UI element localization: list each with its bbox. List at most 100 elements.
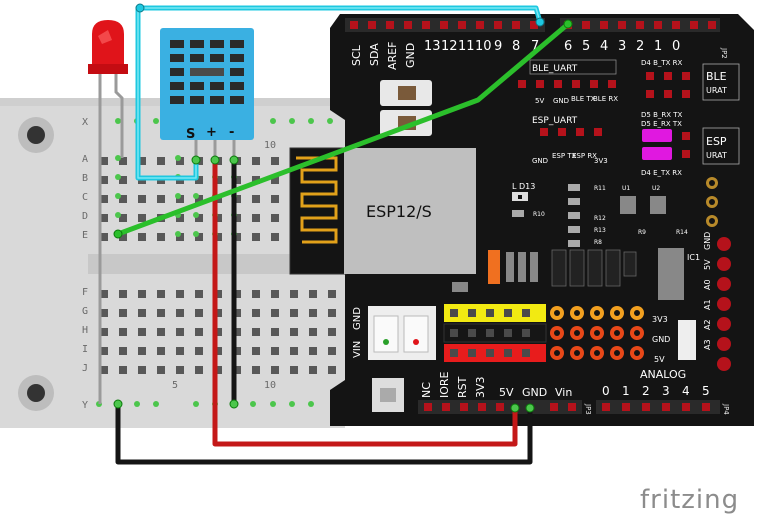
- resistor-label: R10: [533, 211, 545, 218]
- wire-red-5v: [212, 157, 518, 447]
- esp-box-label: ESP: [706, 135, 727, 148]
- jumper-label: D4 E_TX RX: [641, 169, 682, 177]
- row-label: J: [82, 363, 88, 374]
- col-label: 10: [264, 140, 276, 151]
- pin-label: 9: [494, 39, 502, 54]
- pin-label: 0: [672, 39, 680, 54]
- analog-header-label: A3: [703, 339, 712, 350]
- analog-header-label: A1: [703, 299, 712, 310]
- pin-label: GND: [404, 43, 417, 68]
- jumper-cap: [642, 129, 672, 142]
- analog-number: 5: [702, 384, 710, 398]
- side-label: 3V3: [652, 315, 668, 324]
- resistor-label: R9: [638, 229, 646, 236]
- pin-label: 1: [654, 39, 662, 54]
- board-id: JP2: [720, 47, 728, 59]
- analog-numbers: 0 1 2 3 4 5: [602, 384, 710, 398]
- ble-row-label: 5V: [535, 97, 544, 105]
- ic-label: IC1: [687, 253, 700, 262]
- analog-header-label: A2: [703, 319, 712, 330]
- ic-label: U2: [652, 185, 660, 192]
- resistor-label: R11: [594, 185, 606, 192]
- pin-label: SCL: [350, 44, 363, 66]
- row-label: X: [82, 117, 88, 128]
- row-label: A: [82, 154, 88, 165]
- power-label: 5V: [499, 386, 514, 399]
- sensor-pin-label: +: [206, 125, 217, 140]
- analog-number: 4: [682, 384, 690, 398]
- ble-row-label: BLE RX: [593, 95, 618, 103]
- ic-label: U1: [622, 185, 630, 192]
- vin-gnd-label: VIN: [352, 341, 363, 358]
- esp-row-label: ESP TX: [552, 152, 577, 160]
- side-label: 5V: [654, 355, 665, 364]
- pin-label: 8: [512, 39, 520, 54]
- resistor-label: R13: [594, 227, 606, 234]
- esp-uart-label: ESP_UART: [532, 116, 578, 126]
- ble-row-label: BLE TX: [571, 95, 596, 103]
- power-header-labels: NC IORE RST 3V3 5V GND Vin: [420, 371, 572, 399]
- jumper-label: D5 E_RX TX: [641, 120, 682, 128]
- row-label: Y: [82, 400, 88, 411]
- board-id: JP4: [722, 403, 730, 415]
- power-label: IORE: [438, 371, 451, 398]
- wire-black-gnd: [115, 157, 533, 465]
- pin-label: 5: [582, 39, 590, 54]
- ble-box-sub: URAT: [706, 86, 727, 95]
- ble-box-label: BLE: [706, 70, 727, 83]
- resistor-label: R12: [594, 215, 606, 222]
- analog-header-label: GND: [703, 232, 712, 250]
- esp12s-module: [344, 148, 476, 274]
- board-id: JP3: [584, 403, 592, 415]
- jumper-label: D5 B_RX TX: [641, 111, 683, 119]
- pin-label: SDA: [368, 43, 381, 66]
- pin-label: 11: [458, 39, 475, 54]
- esp-box-sub: URAT: [706, 151, 727, 160]
- analog-number: 0: [602, 384, 610, 398]
- esp12s-label: ESP12/S: [366, 202, 432, 221]
- io-shield-board: JP2 SCL SDA AREF GND 13 12 11 10 9 8 7 6…: [289, 14, 754, 426]
- row-label: G: [82, 306, 88, 317]
- pin-label: 4: [600, 39, 608, 54]
- col-label: 5: [172, 380, 178, 391]
- power-label: GND: [522, 386, 547, 399]
- power-label: NC: [420, 382, 433, 398]
- analog-header-label: 5V: [703, 259, 712, 270]
- wires: [113, 3, 573, 465]
- esp-row-label: 3V3: [594, 157, 608, 165]
- pin-label: 2: [636, 39, 644, 54]
- red-led: [88, 20, 128, 404]
- top-header-labels: SCL SDA AREF GND: [350, 42, 417, 70]
- fritzing-watermark: fritzing: [640, 485, 739, 515]
- power-label: Vin: [555, 386, 572, 399]
- resistor-label: R14: [676, 229, 688, 236]
- vin-gnd-label: GND: [352, 307, 363, 330]
- pin-label: 6: [564, 39, 572, 54]
- pin-label: 12: [441, 39, 458, 54]
- pin-label: AREF: [386, 42, 399, 70]
- esp-row-label: GND: [532, 157, 548, 165]
- pin-label: 10: [475, 39, 492, 54]
- esp-row-label: ESP RX: [572, 152, 597, 160]
- col-label: 10: [264, 380, 276, 391]
- row-label: B: [82, 173, 88, 184]
- pin-label: 13: [424, 39, 441, 54]
- jumper-cap: [642, 147, 672, 160]
- analog-header-label: A0: [703, 279, 712, 290]
- power-label: 3V3: [474, 376, 487, 398]
- row-label: F: [82, 287, 88, 298]
- dht11-sensor: S + -: [160, 28, 254, 158]
- power-label: RST: [456, 376, 469, 398]
- resistor-label: R8: [594, 239, 602, 246]
- breadboard-row-labels: X A B C D E F G H I J Y: [82, 117, 88, 411]
- ble-row-label: GND: [553, 97, 569, 105]
- side-label: GND: [652, 335, 670, 344]
- row-label: D: [82, 211, 88, 222]
- row-label: H: [82, 325, 88, 336]
- row-label: I: [82, 344, 88, 355]
- ble-uart-label: BLE_UART: [532, 64, 578, 74]
- wire-green-d7: [115, 21, 571, 237]
- digital-pin-numbers: 13 12 11 10 9 8 7 6 5 4 3 2 1 0: [424, 39, 680, 54]
- pin-label: 3: [618, 39, 626, 54]
